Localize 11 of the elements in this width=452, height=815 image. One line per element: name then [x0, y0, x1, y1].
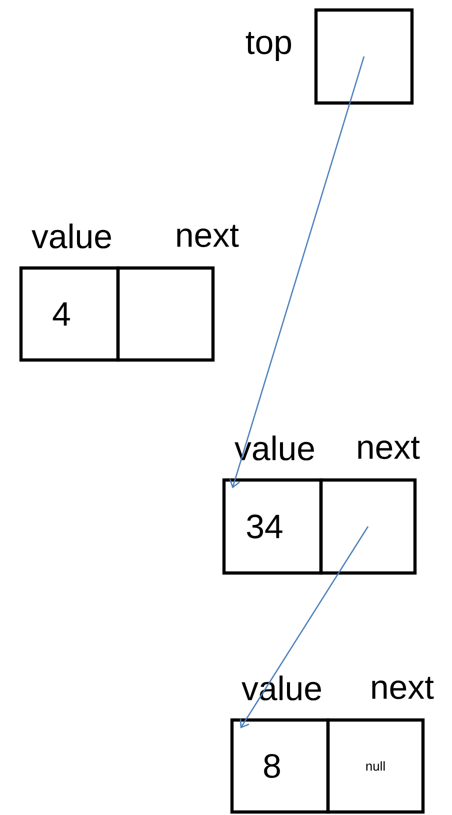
field-header: next [177, 224, 239, 248]
field-header: next [372, 676, 434, 700]
field-header: value [32, 224, 111, 248]
arrow [240, 526, 369, 728]
cell-value: null [366, 761, 385, 771]
cell-value: 8 [264, 754, 280, 778]
cell-value: 4 [52, 302, 70, 326]
cell-value: 34 [246, 514, 282, 538]
field-header: next [358, 436, 420, 460]
arrow [229, 56, 365, 488]
pointer-name: top [246, 32, 292, 61]
